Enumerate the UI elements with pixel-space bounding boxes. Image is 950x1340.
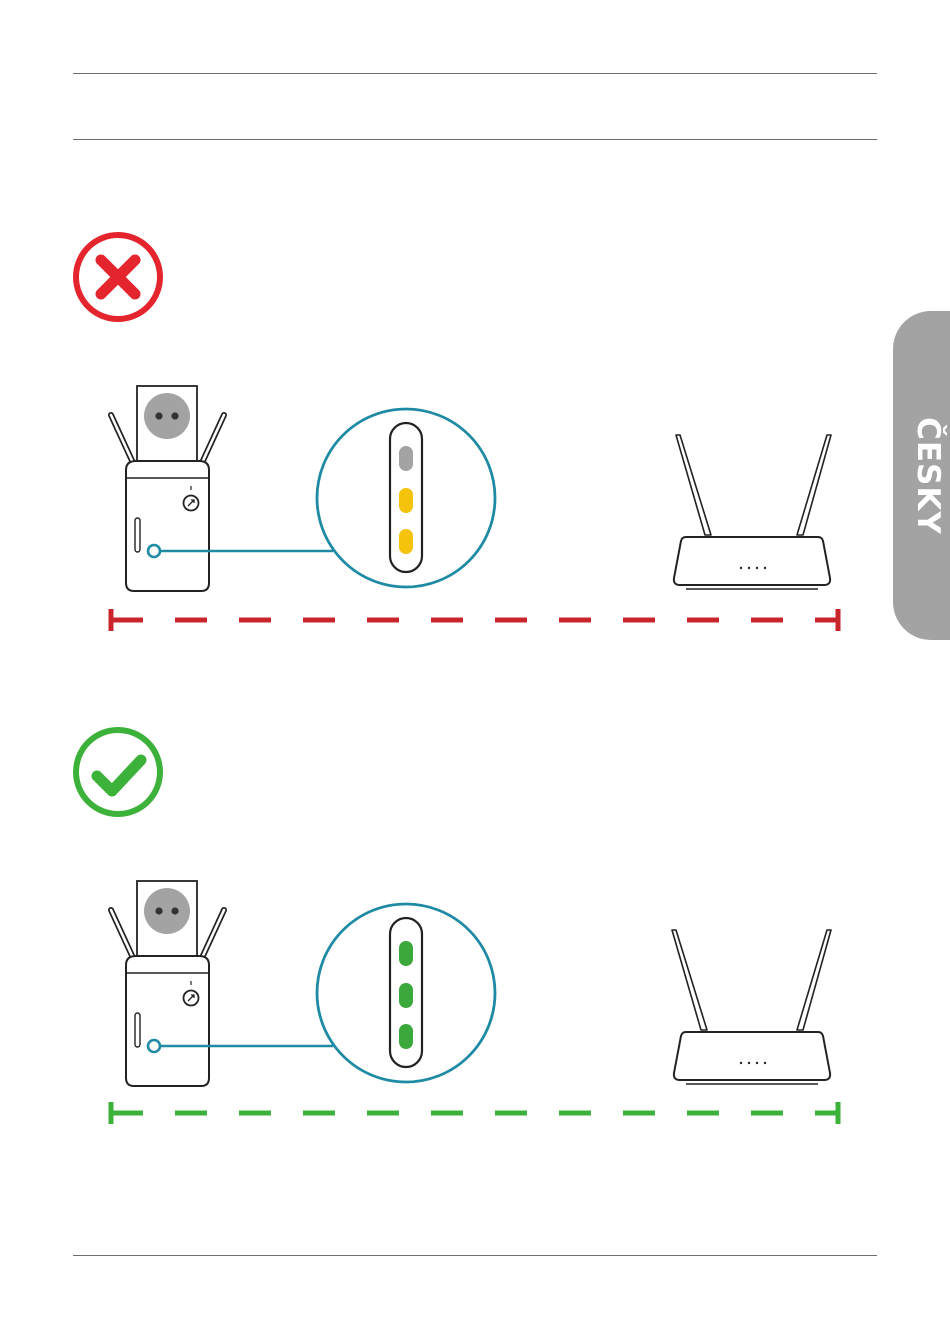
wireless-router	[674, 435, 831, 589]
footer-rule	[73, 1255, 877, 1256]
led-3	[399, 529, 413, 554]
power-plug-icon	[144, 393, 190, 439]
header-rule-top	[73, 73, 877, 74]
led-2	[399, 488, 413, 513]
led-2	[399, 983, 413, 1008]
check-icon	[76, 730, 160, 814]
wps-button-icon	[184, 991, 199, 1006]
scenario-incorrect	[0, 225, 950, 645]
cross-icon	[76, 235, 160, 319]
led-1	[399, 941, 413, 966]
scenario-correct	[0, 720, 950, 1140]
led-callout	[317, 904, 495, 1082]
header-rule-bottom	[73, 139, 877, 140]
distance-line-good	[111, 1102, 838, 1124]
wireless-router	[672, 930, 831, 1084]
power-plug-icon	[144, 888, 190, 934]
led-callout	[317, 409, 495, 587]
range-extender-device	[111, 881, 333, 1086]
led-3	[399, 1024, 413, 1049]
range-extender-device	[111, 386, 333, 591]
wps-button-icon	[184, 496, 199, 511]
led-1	[399, 446, 413, 471]
distance-line-too-far	[111, 609, 838, 631]
